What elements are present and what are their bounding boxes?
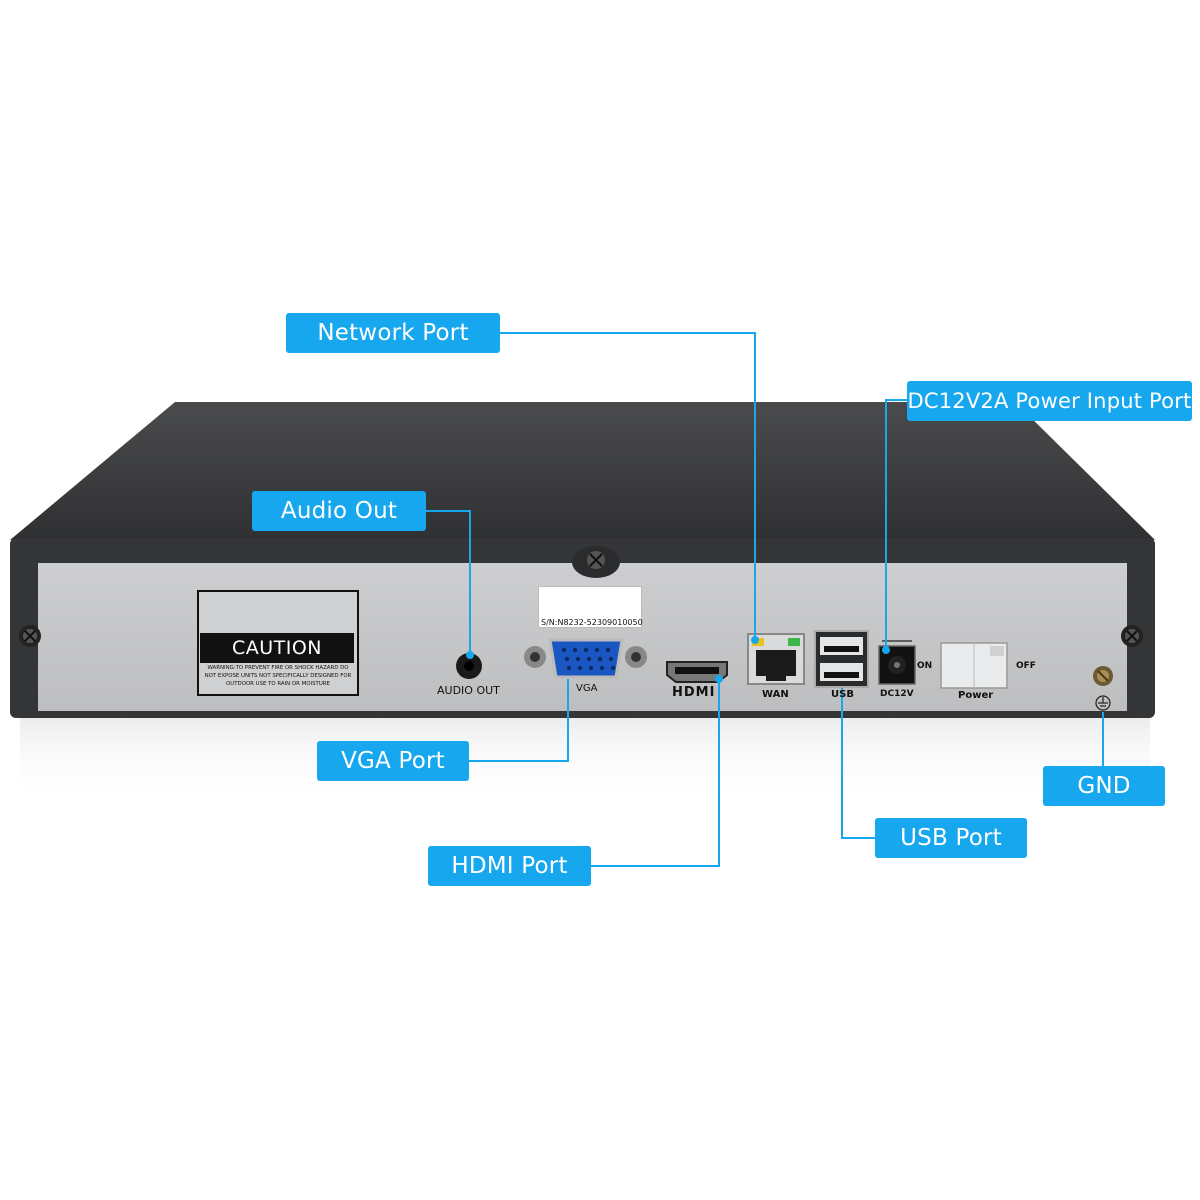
ground-screw-icon xyxy=(1093,666,1113,686)
callout-network-port: Network Port xyxy=(286,313,500,353)
caution-title: CAUTION xyxy=(200,633,354,663)
leader-audio xyxy=(425,510,471,655)
label-dc12v: DC12V xyxy=(880,689,914,699)
caution-warning-text: WARNING:TO PREVENT FIRE OR SHOCK HAZARD … xyxy=(204,665,352,687)
screw-right-icon xyxy=(1121,625,1143,647)
label-audio-out: AUDIO OUT xyxy=(437,684,500,697)
screw-top-icon xyxy=(572,546,620,578)
ground-symbol-icon xyxy=(1095,695,1111,711)
leader-hdmi xyxy=(590,679,720,867)
serial-sticker xyxy=(538,586,642,628)
screw-left-icon xyxy=(19,625,41,647)
usb-port-icon xyxy=(814,630,869,688)
label-power: Power xyxy=(958,690,994,701)
vga-port-icon xyxy=(524,638,647,679)
leader-usb xyxy=(841,688,875,839)
callout-vga-port: VGA Port xyxy=(317,741,469,781)
leader-lines xyxy=(425,332,1104,867)
audio-jack-icon xyxy=(456,653,482,679)
label-off: OFF xyxy=(1016,661,1036,671)
leader-dc xyxy=(885,399,907,650)
callout-dc-power-port: DC12V2A Power Input Port xyxy=(907,381,1192,421)
leader-vga xyxy=(468,679,569,762)
serial-number: S/N:N8232-52309010050 xyxy=(541,618,643,627)
callout-usb-port: USB Port xyxy=(875,818,1027,858)
floor-reflection xyxy=(20,712,1150,802)
chassis-top xyxy=(10,402,1155,540)
power-switch-icon xyxy=(940,642,1008,689)
callout-audio-out: Audio Out xyxy=(252,491,426,531)
callout-hdmi-port: HDMI Port xyxy=(428,846,591,886)
callout-gnd: GND xyxy=(1043,766,1165,806)
label-vga: VGA xyxy=(576,683,598,694)
label-on: ON xyxy=(917,661,933,671)
leader-network xyxy=(499,332,756,640)
label-usb: USB xyxy=(831,689,854,700)
label-hdmi: HDMI xyxy=(672,685,716,700)
label-wan: WAN xyxy=(762,689,789,700)
